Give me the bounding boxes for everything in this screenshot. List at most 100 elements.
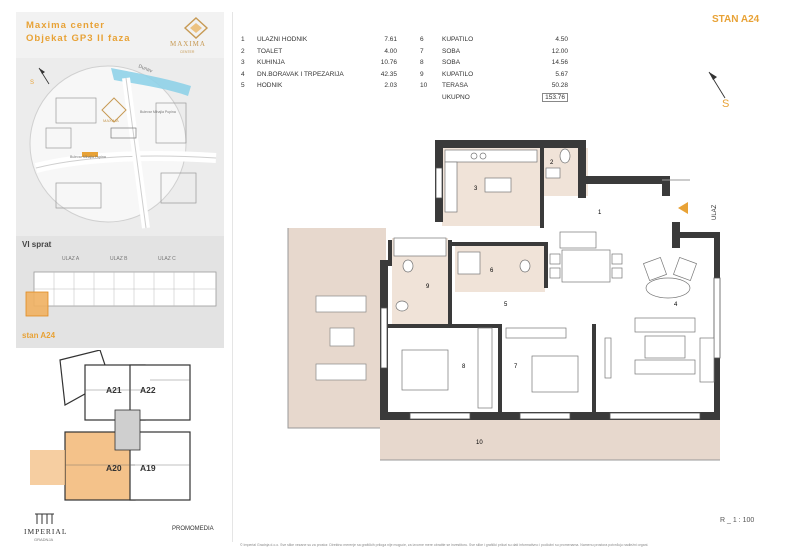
imperial-brand: IMPERIAL (24, 527, 68, 536)
room-number: 8 (420, 59, 424, 67)
room-name: HODNIK (257, 82, 283, 90)
bedroom-7-furniture (505, 327, 579, 393)
table-row: 4 DN.BORAVAK I TRPEZARIJA 42.35 (241, 69, 397, 81)
room-name: TOALET (257, 47, 283, 55)
unit-a22-label: A22 (140, 385, 156, 395)
plan-label-10: 10 (476, 440, 483, 446)
floor-level-title: VI sprat (22, 240, 52, 249)
kitchen-counter (444, 149, 538, 163)
room-name: TERASA (442, 82, 469, 90)
room-area: 4.50 (555, 36, 568, 44)
room-area: 5.67 (555, 70, 568, 78)
room-number: 6 (420, 36, 424, 44)
unit-a19-label: A19 (140, 463, 156, 473)
panel-divider (232, 12, 233, 542)
table-row: 5 HODNIK 2.03 (241, 80, 397, 92)
unit-a20-label: A20 (106, 463, 122, 473)
maxima-logo-icon (183, 17, 209, 39)
table-row: 10 TERASA 50.28 (420, 80, 568, 92)
room-name: KUPATILO (442, 70, 474, 78)
table-row: 2 TOALET 4.00 (241, 46, 397, 58)
entrance-b-label: ULAZ B (110, 256, 128, 262)
room-table-left: 1 ULAZNI HODNIK 7.61 2 TOALET 4.00 3 KUHINJA 1… (241, 34, 397, 92)
room-number: 1 (241, 36, 245, 44)
floor-plan-drawing: 1 2 3 4 5 6 7 8 9 10 (287, 140, 721, 461)
room-number: 3 (241, 59, 245, 67)
room-number: 2 (241, 47, 245, 55)
room-name: SOBA (442, 47, 461, 55)
room-area: 10.76 (380, 59, 397, 67)
room-area: 50.28 (551, 82, 568, 90)
bedroom-8-furniture (401, 327, 493, 409)
room-name: KUPATILO (442, 36, 474, 44)
map-north-arrow-icon (38, 67, 50, 85)
project-name: Maxima center (26, 20, 106, 31)
room-area: 4.00 (384, 47, 397, 55)
location-map-drawing (29, 65, 217, 229)
room-number: 4 (241, 70, 245, 78)
terrace-furniture (315, 295, 367, 381)
entrance-a-label: ULAZ A (62, 256, 80, 262)
room-number: 10 (420, 82, 428, 90)
plan-label-5: 5 (504, 302, 508, 308)
project-header (16, 12, 224, 58)
promomedia-brand: PROMOMEDIA (172, 526, 214, 532)
table-row: 6 KUPATILO 4.50 (420, 34, 568, 46)
bathtub (393, 237, 447, 257)
entrance-arrow-icon (678, 202, 688, 214)
map-road-bottom: Bulevar Mihajla Pupina (70, 155, 106, 159)
building-plan-drawing (30, 350, 191, 501)
floor-level-drawing (25, 271, 217, 317)
table-row: 1 ULAZNI HODNIK 7.61 (241, 34, 397, 46)
room-number: 7 (420, 47, 424, 55)
table-row: 8 SOBA 14.56 (420, 57, 568, 69)
room-name: SOBA (442, 59, 461, 67)
unit-a21-label: A21 (106, 385, 122, 395)
plan-label-1: 1 (598, 210, 602, 216)
entrance-c-label: ULAZ C (158, 256, 176, 262)
room-name: KUHINJA (257, 59, 285, 67)
plan-label-4: 4 (674, 302, 678, 308)
room-number: 5 (241, 82, 245, 90)
map-road-right: Bulevar Mihajla Pupina (140, 110, 176, 114)
total-value: 153.76 (542, 92, 568, 102)
maxima-logo-text: MAXIMA (170, 40, 206, 48)
plan-label-3: 3 (474, 186, 478, 192)
table-row: 7 SOBA 12.00 (420, 46, 568, 58)
compass-icon (708, 71, 726, 99)
plan-label-6: 6 (490, 268, 494, 274)
footer-disclaimer: © Imperial Gradnja d.o.o. Sve slike veza… (240, 543, 649, 547)
maxima-logo-sub: CENTER (180, 50, 195, 54)
room-area: 12.00 (551, 47, 568, 55)
table-row: 9 KUPATILO 5.67 (420, 69, 568, 81)
kitchen-table (484, 177, 512, 193)
plan-label-9: 9 (426, 284, 430, 290)
kitchen-counter-side (444, 161, 458, 213)
room-area: 42.35 (380, 70, 397, 78)
plan-label-2: 2 (550, 160, 554, 166)
table-row-total: UKUPNO 153.76 (420, 92, 568, 104)
terrace-floor-bottom (380, 418, 720, 460)
total-label: UKUPNO (442, 93, 470, 101)
living-furniture (604, 257, 715, 383)
room-number: 9 (420, 70, 424, 78)
map-logo-text: MAXIMA (103, 118, 119, 123)
terrace-railing (287, 228, 380, 429)
imperial-brand-sub: GRADNJA (34, 537, 54, 542)
imperial-logo-icon (35, 513, 54, 524)
room-area: 7.61 (384, 36, 397, 44)
plan-label-7: 7 (514, 364, 518, 370)
room-name: ULAZNI HODNIK (257, 36, 308, 44)
entrance-label: ULAZ (712, 204, 718, 220)
apartment-label: stan A24 (22, 331, 56, 340)
room-area: 2.03 (384, 82, 397, 90)
room-name: DN.BORAVAK I TRPEZARIJA (257, 70, 344, 78)
dining-set (549, 231, 623, 283)
plan-label-8: 8 (462, 364, 466, 370)
room-area: 14.56 (551, 59, 568, 67)
map-north-label: S (30, 80, 35, 86)
apartment-title: STAN A24 (712, 14, 760, 25)
scale-label: R _ 1 : 100 (720, 517, 755, 524)
table-row: 3 KUHINJA 10.76 (241, 57, 397, 69)
